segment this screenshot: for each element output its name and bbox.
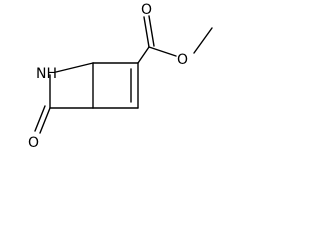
bond-cester-o-double-b — [148, 15, 155, 47]
bond-c5-n — [55, 62, 94, 73]
ester-carbonyl-oxygen-label: O — [141, 2, 152, 18]
bond-cester-o — [148, 46, 177, 57]
ring-carbonyl-oxygen-label: O — [28, 135, 39, 151]
bond-c1-o-double-b — [34, 105, 46, 132]
ester-oxygen-label: O — [177, 52, 188, 68]
bond-c1-o-double-a — [39, 107, 51, 134]
bond-cester-o-double-a — [143, 16, 150, 48]
amide-nh-label: NH — [36, 66, 57, 82]
chemical-structure: NH O O O — [28, 2, 213, 151]
bond-o-ch3 — [193, 27, 213, 54]
bond-c6-cester — [137, 46, 150, 64]
